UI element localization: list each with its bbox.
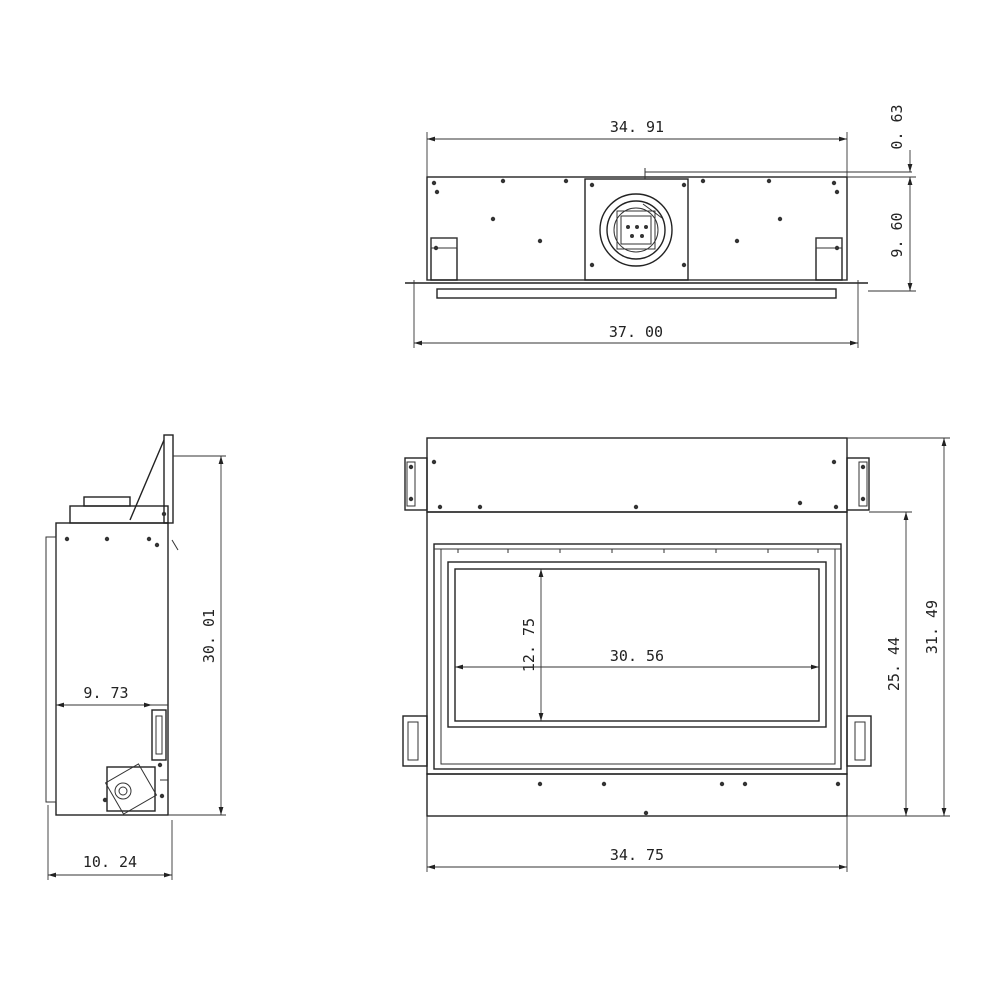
vent-plate [584,178,689,281]
dim-overall-height: 31. 49 [923,600,941,654]
dim-side-height: 30. 01 [200,609,218,663]
front-view: 12. 75 30. 56 25. 44 31. 49 34. 75 [402,437,950,872]
dim-side-depth: 10. 24 [83,853,137,871]
side-view: 30. 01 9. 73 10. 24 [45,434,226,880]
left-bracket [430,237,458,281]
dim-side-inner-offset: 9. 73 [83,684,128,702]
top-view-trim [436,288,837,299]
dim-top-depth: 9. 60 [888,212,906,257]
right-bracket [815,237,843,281]
top-view: 34. 91 37. 00 0. 63 9. 60 [405,104,916,348]
front-view-header [426,437,848,513]
side-view-body [55,522,169,816]
dim-top-width-upper: 34. 91 [610,118,664,136]
dim-top-flange-offset: 0. 63 [888,104,906,149]
dim-opening-height: 12. 75 [520,618,538,672]
dim-top-width-overall: 37. 00 [609,323,663,341]
dim-opening-width: 30. 56 [610,647,664,665]
front-view-frame [426,511,848,775]
glass-outer [447,561,827,728]
side-view-flange [163,434,174,524]
front-view-bottom-panel [426,773,848,817]
side-view-vent-box [106,766,156,812]
dim-frame-height: 25. 44 [885,637,903,691]
glass-opening [454,568,820,722]
dim-overall-width: 34. 75 [610,846,664,864]
vent-collar [599,193,673,267]
